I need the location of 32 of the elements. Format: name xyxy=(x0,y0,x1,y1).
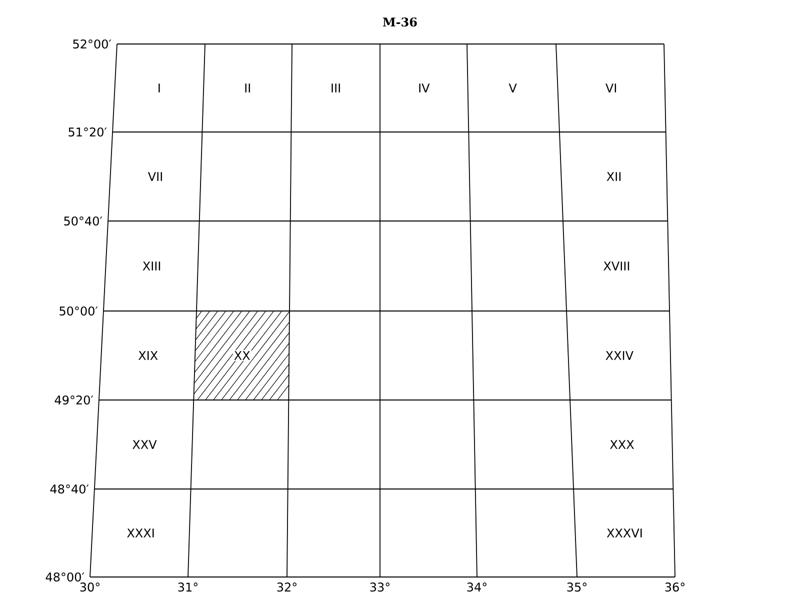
sheet-number: IV xyxy=(419,84,430,92)
sheet-number: XXXVI xyxy=(606,528,642,538)
sheet-number: XXIV xyxy=(606,351,634,360)
sheet-number: I xyxy=(158,84,160,92)
longitude-label: 33° xyxy=(370,582,390,592)
latitude-label: 50°00′ xyxy=(60,306,98,316)
sheet-number: II xyxy=(245,84,250,92)
latitude-label: 50°40′ xyxy=(64,216,102,226)
title: M-36 xyxy=(383,17,417,27)
longitude-label: 30° xyxy=(80,582,100,592)
sheet-number: VI xyxy=(606,84,616,92)
latitude-label: 51°20′ xyxy=(68,127,107,137)
sheet-number: XX xyxy=(232,350,252,361)
sheet-number: V xyxy=(508,84,517,92)
longitude-label: 36° xyxy=(665,582,684,592)
longitude-label: 34° xyxy=(467,582,486,592)
longitude-label: 35° xyxy=(567,582,586,592)
sheet-number: XXXI xyxy=(127,528,154,538)
sheet-number: XXX xyxy=(610,440,634,449)
latitude-label: 48°40′ xyxy=(50,484,89,494)
sheet-number: XXV xyxy=(132,440,157,449)
latitude-label: 48°00′ xyxy=(46,572,84,582)
longitude-label: 31° xyxy=(178,582,198,592)
latitude-label: 52°00′ xyxy=(73,39,112,49)
sheet-number: XIX xyxy=(138,351,158,360)
longitude-label: 32° xyxy=(277,582,296,592)
sheet-number: VII xyxy=(148,172,162,181)
sheet-number: III xyxy=(332,84,340,92)
latitude-label: 49°20′ xyxy=(54,395,94,405)
sheet-number: XIII xyxy=(142,262,160,270)
sheet-number: XII xyxy=(606,172,620,181)
sheet-number: XVIII xyxy=(604,262,630,270)
